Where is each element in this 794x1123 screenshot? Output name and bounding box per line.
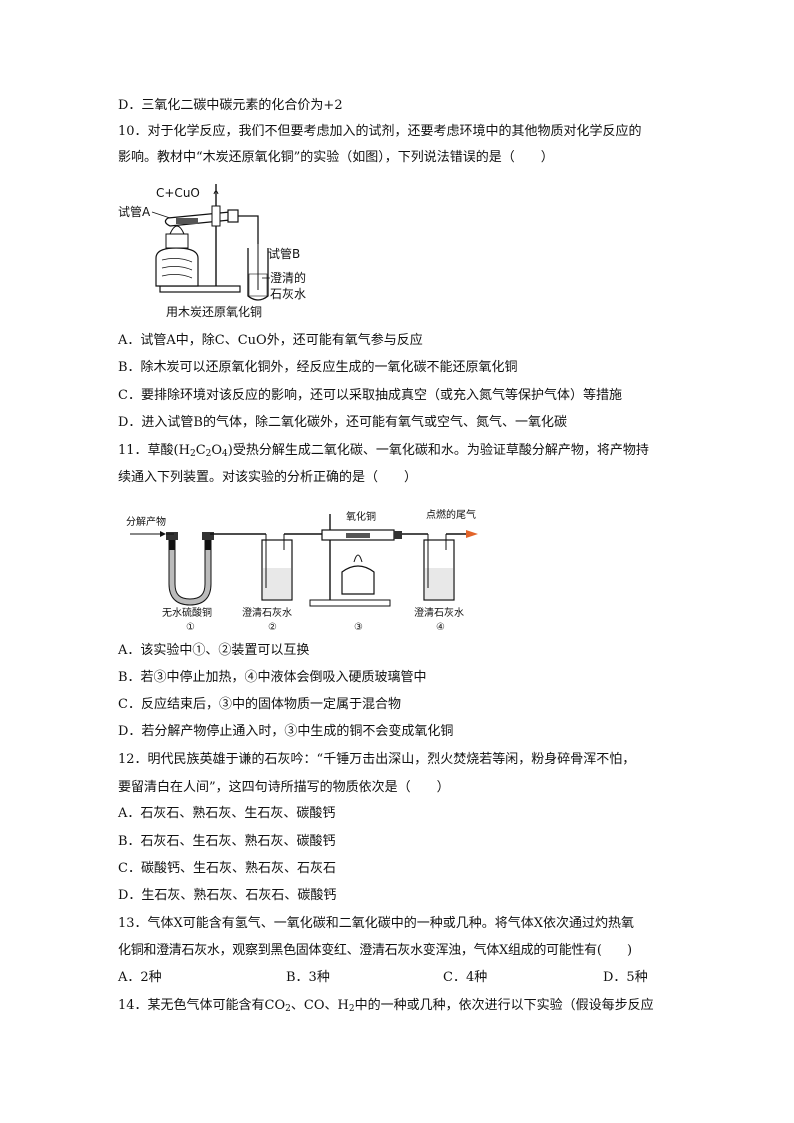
reactant-powder xyxy=(176,218,198,224)
q10-apparatus-figure: C+CuO 试管A 试管B 澄清的 石灰水 用木炭还原氧化铜 xyxy=(118,184,306,319)
q13-option-b: B．3种 xyxy=(286,970,330,985)
stand-base xyxy=(159,285,241,293)
label-tube-a: 试管A xyxy=(118,204,151,219)
q12-option-b: B．石灰石、生石灰、熟石灰、碳酸钙 xyxy=(118,834,336,849)
q13-option-a: A．2种 xyxy=(118,970,162,985)
u-tube xyxy=(168,538,212,606)
q9-option-d: D．三氧化二碳中碳元素的化合价为+2 xyxy=(118,98,343,113)
q11-stem-line1: 11．草酸(H2C2O4)受热分解生成二氧化碳、一氧化碳和水。为验证草酸分解产物… xyxy=(118,443,649,459)
label-limewater-2: 石灰水 xyxy=(270,287,306,301)
tube-a xyxy=(167,211,231,219)
num-1: ① xyxy=(186,622,195,632)
q12-option-d: D．生石灰、熟石灰、石灰石、碳酸钙 xyxy=(118,888,337,903)
q10-stem-line1: 10．对于化学反应，我们不但要考虑加入的试剂，还要考虑环境中的其他物质对化学反应… xyxy=(118,124,642,139)
lamp-mesh xyxy=(165,233,189,249)
alcohol-lamp-3 xyxy=(341,565,375,595)
label-1: 无水硫酸铜 xyxy=(162,606,212,619)
label-limewater-1: 澄清的 xyxy=(270,270,306,285)
q10-option-a: A．试管A中，除C、CuO外，还可能有氧气参与反应 xyxy=(118,333,423,348)
tail-flame xyxy=(466,530,478,538)
alcohol-lamp xyxy=(155,247,199,287)
q10-option-d: D．进入试管B的气体，除二氧化碳外，还可能有氧气或空气、氮气、一氧化碳 xyxy=(118,415,567,430)
figure-caption: 用木炭还原氧化铜 xyxy=(166,304,262,319)
delivery-tube xyxy=(238,215,259,244)
q10-option-c: C．要排除环境对该反应的影响，还可以采取抽成真空（或充入氮气等保护气体）等措施 xyxy=(118,388,622,403)
num-2: ② xyxy=(268,622,277,632)
label-2: 澄清石灰水 xyxy=(242,606,292,619)
q14-stem-line1: 14．某无色气体可能含有CO2、CO、H2中的一种或几种，依次进行以下实验（假设… xyxy=(118,998,654,1014)
q11-option-d: D．若分解产物停止通入时，③中生成的铜不会变成氧化铜 xyxy=(118,724,454,739)
q12-stem-line2: 要留清白在人间”，这四句诗所描写的物质依次是（ ） xyxy=(118,780,450,795)
num-4: ④ xyxy=(436,622,445,632)
label-reactants: C+CuO xyxy=(156,186,200,200)
q13-option-d: D．5种 xyxy=(603,970,648,985)
q13-option-c: C．4种 xyxy=(443,970,488,985)
label-cuo: 氧化铜 xyxy=(346,510,376,523)
q11-stem-line2: 续通入下列装置。对该实验的分析正确的是（ ） xyxy=(118,470,418,485)
label-tail: 点燃的尾气 xyxy=(426,508,476,521)
q11-option-a: A．该实验中①、②装置可以互换 xyxy=(118,643,310,658)
q12-option-c: C．碳酸钙、生石灰、熟石灰、石灰石 xyxy=(118,861,336,876)
q12-option-a: A．石灰石、熟石灰、生石灰、碳酸钙 xyxy=(118,806,336,821)
q10-option-b: B．除木炭可以还原氧化铜外，经反应生成的一氧化碳不能还原氧化铜 xyxy=(118,360,518,375)
q10-stem-line2: 影响。教材中“木炭还原氧化铜”的实验（如图），下列说法错误的是（ ） xyxy=(118,150,554,165)
q11-apparatus-figure: 分解产物 氧化铜 点燃的尾气 无水硫酸铜 澄清石灰水 澄清石灰水 ① ② ③ ④ xyxy=(126,508,478,632)
q11-option-b: B．若③中停止加热，④中液体会倒吸入硬质玻璃管中 xyxy=(118,670,427,685)
label-4: 澄清石灰水 xyxy=(414,606,464,619)
q11-option-c: C．反应结束后，③中的固体物质一定属于混合物 xyxy=(118,697,401,712)
q13-stem-line1: 13．气体X可能含有氢气、一氧化碳和二氧化碳中的一种或几种。将气体X依次通过灼热… xyxy=(118,916,635,931)
q13-stem-line2: 化铜和澄清石灰水，观察到黑色固体变红、澄清石灰水变浑浊，气体X组成的可能性有( … xyxy=(118,943,632,958)
lamp-flame xyxy=(169,225,185,235)
label-tube-b: 试管B xyxy=(268,246,300,261)
q12-stem-line1: 12．明代民族英雄于谦的石灰吟：“千锤万击出深山，烈火焚烧若等闲，粉身碎骨浑不怕… xyxy=(118,752,636,767)
label-input: 分解产物 xyxy=(126,515,166,528)
num-3: ③ xyxy=(354,622,363,632)
